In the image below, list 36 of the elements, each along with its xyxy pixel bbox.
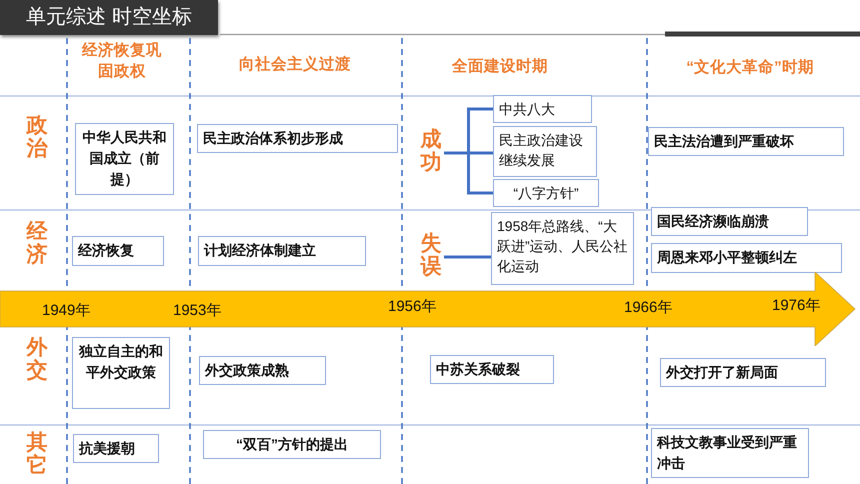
year-label: 1966年 [624, 298, 672, 317]
column-heading: 经济恢复巩固政权 [82, 40, 162, 82]
event-box: 外交政策成熟 [199, 356, 326, 385]
event-box: 民主政治建设继续发展 [493, 126, 597, 177]
event-box: 外交打开了新局面 [660, 358, 826, 387]
bracket-line [444, 256, 491, 258]
bracket-line [444, 152, 493, 194]
event-box: 计划经济体制建立 [198, 236, 366, 266]
category-label: 成功 [418, 128, 444, 174]
event-box: 经济恢复 [72, 236, 164, 266]
event-box: 周恩来邓小平整顿纠左 [651, 243, 842, 273]
row-heading: 外交 [25, 336, 48, 382]
year-label: 1956年 [388, 297, 436, 316]
column-heading: “文化大革命”时期 [685, 58, 815, 78]
event-box: “八字方针” [493, 179, 599, 207]
event-box: 科技文教事业受到严重冲击 [651, 428, 809, 478]
event-box: 国民经济濒临崩溃 [651, 207, 808, 236]
event-box: 民主法治遭到严重破坏 [648, 127, 844, 156]
event-box: 中苏关系破裂 [430, 355, 554, 384]
row-heading: 政治 [25, 114, 49, 160]
event-box: 中共八大 [493, 95, 592, 123]
event-box: 中华人民共和国成立（前提） [75, 123, 174, 195]
event-box: 1958年总路线、“大跃进”运动、人民公社化运动 [491, 212, 634, 285]
event-box: 民主政治体系初步形成 [197, 124, 398, 153]
category-label: 失误 [418, 232, 444, 278]
column-heading: 全面建设时期 [450, 57, 549, 77]
year-label: 1949年 [42, 301, 90, 320]
row-heading: 经济 [25, 220, 49, 266]
event-box: 抗美援朝 [73, 434, 159, 463]
column-heading: 向社会主义过渡 [238, 54, 352, 75]
row-heading: 其它 [26, 431, 48, 477]
year-label: 1976年 [772, 296, 820, 315]
title-banner: 单元综述 时空坐标 [0, 0, 218, 35]
event-box: 独立自主的和平外交政策 [72, 337, 170, 409]
event-box: “双百”方针的提出 [203, 430, 381, 459]
year-label: 1953年 [173, 301, 222, 320]
